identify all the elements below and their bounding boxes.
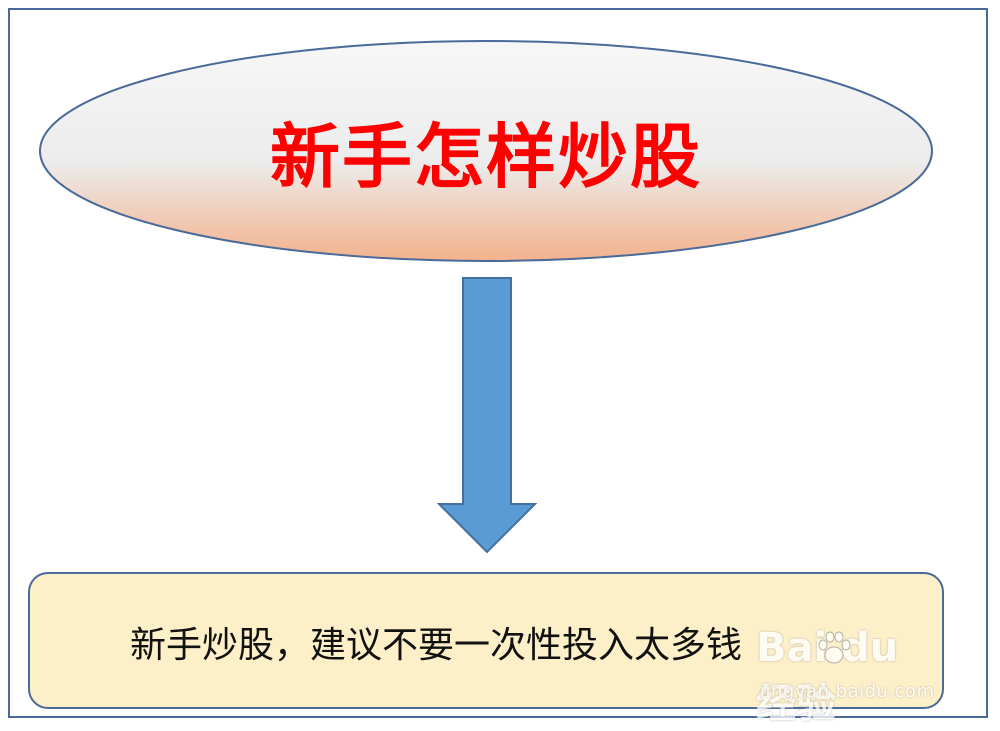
title-ellipse <box>39 40 933 262</box>
baidu-jingyan-watermark: Bai du 经验 jingyan.baidu.com <box>756 625 946 727</box>
diagram-frame <box>8 8 988 718</box>
watermark-logo: Bai du 经验 <box>756 625 899 727</box>
watermark-url: jingyan.baidu.com <box>760 681 935 702</box>
diagram-title: 新手怎样炒股 <box>270 114 702 198</box>
result-box <box>28 572 944 709</box>
down-arrow <box>436 277 538 554</box>
result-text: 新手炒股，建议不要一次性投入太多钱 <box>130 625 743 666</box>
paw-icon <box>818 631 851 664</box>
